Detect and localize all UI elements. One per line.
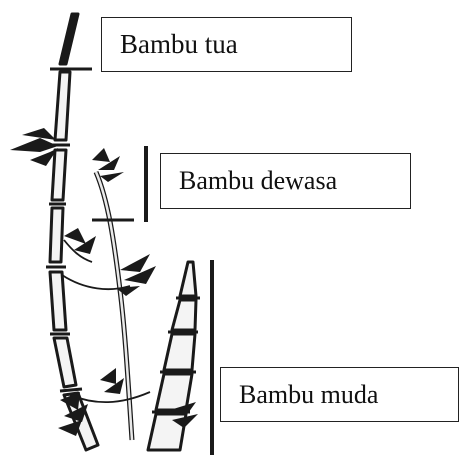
label-adult-bamboo-text: Bambu dewasa <box>179 166 337 196</box>
label-old-bamboo-text: Bambu tua <box>120 29 238 60</box>
young-bamboo-shoot <box>148 262 200 450</box>
label-adult-bamboo: Bambu dewasa <box>160 153 411 209</box>
label-young-bamboo: Bambu muda <box>220 367 459 422</box>
label-young-bamboo-text: Bambu muda <box>239 380 378 410</box>
label-old-bamboo: Bambu tua <box>101 17 352 72</box>
